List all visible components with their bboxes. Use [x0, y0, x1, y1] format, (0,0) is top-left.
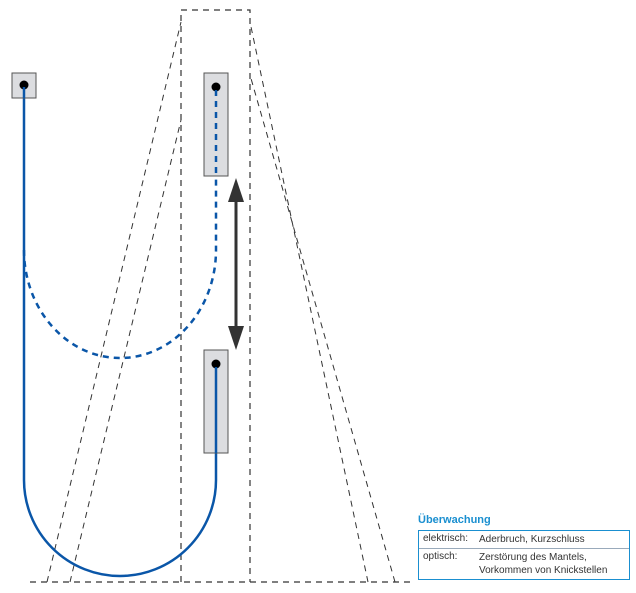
legend-value-line: Zerstörung des Mantels, [479, 552, 587, 563]
support-line-left-inner [69, 119, 182, 583]
legend-value: Zerstörung des Mantels, Vorkommen von Kn… [479, 551, 625, 577]
legend-value-line: Aderbruch, Kurzschluss [479, 534, 585, 545]
legend-table: elektrisch: Aderbruch, Kurzschluss optis… [418, 530, 630, 580]
legend-title: Überwachung [418, 514, 491, 526]
legend-value: Aderbruch, Kurzschluss [479, 533, 625, 546]
monitoring-legend: Überwachung elektrisch: Aderbruch, Kurzs… [418, 514, 630, 580]
legend-row-electrical: elektrisch: Aderbruch, Kurzschluss [419, 531, 629, 548]
support-line-right-outer [249, 74, 396, 583]
support-line-left-outer [46, 21, 182, 583]
guide-frame [180, 9, 251, 582]
legend-row-optical: optisch: Zerstörung des Mantels, Vorkomm… [419, 548, 629, 579]
support-line-right-inner [249, 21, 369, 583]
cable-upper-position [22, 87, 218, 360]
cable-lower-position [22, 87, 218, 578]
legend-value-line: Vorkommen von Knickstellen [479, 565, 608, 576]
fixed-connector [11, 72, 37, 99]
legend-key: elektrisch: [423, 533, 469, 544]
legend-key: optisch: [423, 551, 458, 562]
travel-arrow [228, 178, 244, 350]
